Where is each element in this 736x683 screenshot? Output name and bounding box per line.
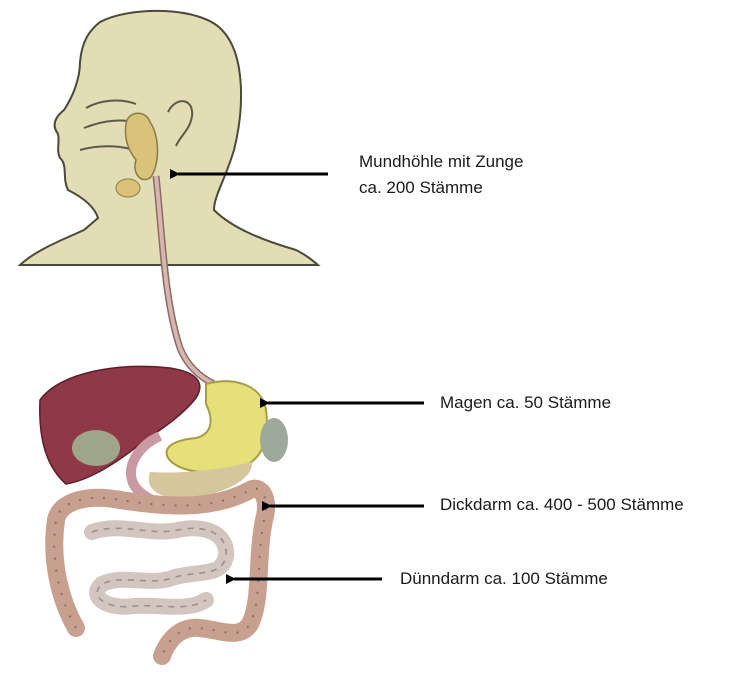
- liver: [40, 366, 200, 484]
- label-small-intestine: Dünndarm ca. 100 Stämme: [400, 566, 608, 592]
- label-mouth-line2: ca. 200 Stämme: [359, 175, 483, 201]
- tongue: [116, 179, 140, 197]
- head-silhouette: [20, 11, 318, 265]
- label-stomach: Magen ca. 50 Stämme: [440, 390, 611, 416]
- label-large-intestine: Dickdarm ca. 400 - 500 Stämme: [440, 492, 684, 518]
- gallbladder: [72, 430, 120, 466]
- label-mouth-line1: Mundhöhle mit Zunge: [359, 149, 523, 175]
- spleen: [260, 418, 288, 462]
- small-intestine: [92, 528, 226, 607]
